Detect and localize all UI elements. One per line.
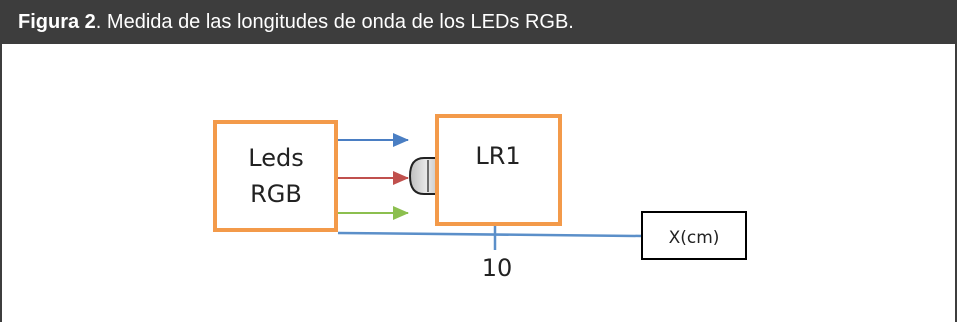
leds-label-line1: Leds: [248, 144, 303, 172]
distance-tick-label: 10: [482, 254, 513, 282]
light-sensor-icon: [408, 157, 439, 195]
x-cm-label: X(cm): [669, 228, 720, 248]
lr1-label: LR1: [475, 142, 520, 170]
figure-frame: [0, 44, 957, 322]
distance-axis-line: [337, 231, 643, 238]
leds-rgb-box: [213, 120, 338, 232]
caption-text: . Medida de las longitudes de onda de lo…: [95, 11, 574, 33]
lr1-box: [435, 114, 562, 226]
figure-caption: Figura 2. Medida de las longitudes de on…: [0, 0, 957, 44]
leds-label-line2: RGB: [250, 180, 302, 208]
caption-label: Figura 2: [18, 11, 96, 33]
x-cm-box: [641, 211, 747, 260]
